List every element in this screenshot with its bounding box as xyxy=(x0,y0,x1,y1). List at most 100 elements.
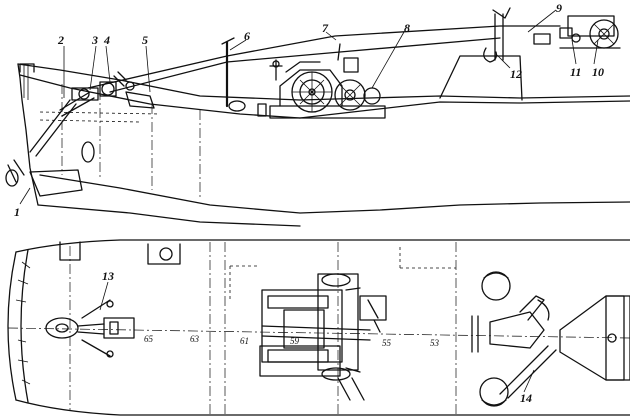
shaft-housing xyxy=(267,349,329,363)
chain-pipe xyxy=(59,91,95,117)
plan-bow-outline xyxy=(7,251,17,401)
davit-post xyxy=(494,13,504,61)
drum-spokes xyxy=(292,72,332,112)
bollard-bottom xyxy=(479,377,509,407)
roller-pin xyxy=(607,333,617,343)
leader-14 xyxy=(523,369,535,393)
callout-9: 9 xyxy=(556,1,562,15)
roller-chock xyxy=(99,81,117,97)
bollard-top-rim xyxy=(483,272,509,279)
bollard-top xyxy=(481,271,511,301)
capstan-spokes xyxy=(593,23,615,45)
windlass-base-plan xyxy=(259,345,341,377)
frame-number: 55 xyxy=(382,338,392,348)
hawse-pipe-plan xyxy=(45,317,79,339)
callout-11: 11 xyxy=(570,65,581,79)
leader-10 xyxy=(593,39,599,65)
leader-13 xyxy=(99,281,109,311)
vent-circle xyxy=(159,247,173,261)
callout-12: 12 xyxy=(510,67,522,81)
pinion-wheel xyxy=(363,87,381,105)
leader-9 xyxy=(527,9,557,33)
hidden-line xyxy=(39,111,161,123)
callout-numbers: 1 2 3 4 5 6 7 8 9 10 11 12 13 14 xyxy=(14,1,604,405)
stern-roller xyxy=(605,295,625,381)
leader-3 xyxy=(89,45,97,91)
leader-11 xyxy=(571,39,577,65)
callout-10: 10 xyxy=(592,65,604,79)
wire-rope-lower xyxy=(109,37,501,93)
drum-plan xyxy=(283,309,325,349)
callout-8: 8 xyxy=(404,21,410,35)
stopper-arms xyxy=(81,299,111,357)
gear-wheel xyxy=(334,79,366,111)
chain-plan xyxy=(77,323,105,335)
plan-view xyxy=(7,239,630,416)
wire-rope-upper xyxy=(87,25,561,89)
sheave-block xyxy=(533,33,551,45)
hatch-top-left xyxy=(59,241,81,261)
stanchion-top xyxy=(221,37,235,45)
callout-3: 3 xyxy=(91,33,98,47)
windlass-housing xyxy=(279,69,343,107)
frame-number: 61 xyxy=(240,336,249,346)
deck-opening xyxy=(228,100,246,112)
bulwark-inner xyxy=(23,64,29,100)
forecastle-bulwark xyxy=(19,63,35,73)
windlass-base xyxy=(269,105,386,119)
hawse-pipe-lower xyxy=(7,159,25,183)
leader-8 xyxy=(371,31,405,89)
sheer-line xyxy=(39,174,630,214)
davit-hook xyxy=(483,47,498,63)
frame-numbers: 65 63 61 59 55 53 xyxy=(144,334,440,348)
leader-7 xyxy=(325,31,337,41)
callout-13: 13 xyxy=(102,269,114,283)
motor-links xyxy=(367,299,381,333)
pulley-icon xyxy=(571,33,581,43)
plan-bulwark xyxy=(20,249,29,403)
hawse-pipe xyxy=(29,99,77,157)
leader-12 xyxy=(495,53,511,69)
chain-stopper-plan xyxy=(103,317,135,339)
capstan-hub xyxy=(598,28,610,40)
hidden-line xyxy=(229,265,260,300)
leader-lines xyxy=(19,9,599,393)
hidden-line xyxy=(399,244,456,269)
frame-number: 63 xyxy=(190,334,200,344)
chain-stopper xyxy=(71,87,99,101)
arm-pin xyxy=(106,300,114,308)
capstan-bottom-plan xyxy=(321,367,351,381)
brake-handwheel xyxy=(269,59,283,81)
plan-deck-edge-upper xyxy=(15,239,630,253)
hull-bottom-line xyxy=(37,204,301,227)
hatch-top-mid xyxy=(147,243,181,265)
stopper-jaw xyxy=(109,321,119,335)
handwheel-icon xyxy=(272,60,280,68)
leader-5 xyxy=(145,45,151,93)
deckhouse-outline xyxy=(439,55,523,101)
plan-bitts xyxy=(337,377,365,401)
brake-handwheel-box xyxy=(343,57,359,73)
bollard-bottom-rim xyxy=(481,399,507,406)
frame-number: 59 xyxy=(290,336,300,346)
bracket xyxy=(559,27,573,39)
tow-bracket xyxy=(489,311,545,349)
gear-spokes xyxy=(339,84,361,106)
callout-7: 7 xyxy=(322,21,329,35)
capstan-top-plan xyxy=(321,273,351,287)
stern-fairlead xyxy=(559,295,630,381)
callout-1: 1 xyxy=(14,205,20,219)
davit-top xyxy=(492,7,511,19)
frame-number: 65 xyxy=(144,334,154,344)
leader-4 xyxy=(105,45,111,83)
callout-2: 2 xyxy=(57,33,64,47)
fairlead-base xyxy=(125,91,155,109)
windlass-guard xyxy=(285,61,321,73)
bitt xyxy=(257,103,267,117)
stopper-roller xyxy=(78,88,90,100)
leader-1 xyxy=(19,187,31,205)
frame-number: 53 xyxy=(430,338,440,348)
wire-rope-to-windlass xyxy=(337,43,341,61)
capstan-motor xyxy=(567,15,615,37)
